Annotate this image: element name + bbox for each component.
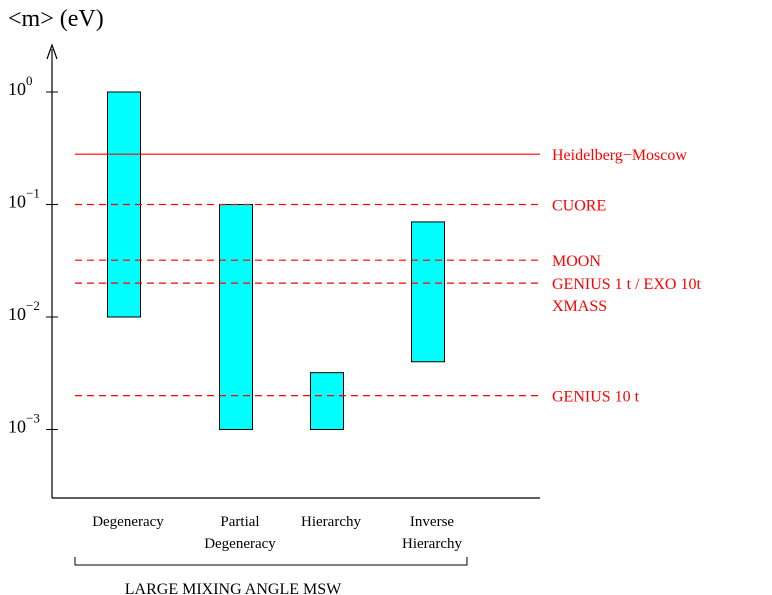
bars	[107, 91, 445, 430]
y-tick-label: 10−1	[8, 186, 40, 212]
reference-line-label: MOON	[552, 253, 601, 270]
x-tick-label: Hierarchy	[301, 514, 361, 530]
reference-line-label: GENIUS 10 t	[552, 389, 640, 406]
group-bracket: LARGE MIXING ANGLE MSW	[74, 557, 468, 595]
bar	[411, 221, 445, 363]
reference-line-label: Heidelberg−Moscow	[552, 147, 687, 164]
bar	[219, 204, 253, 430]
y-tick-label: 10−2	[8, 298, 40, 324]
y-tick-label: 10−3	[8, 411, 40, 437]
group-label: LARGE MIXING ANGLE MSW	[125, 581, 342, 595]
reference-line-label: CUORE	[552, 198, 606, 215]
group-bracket-line	[74, 557, 468, 566]
axes: 100 10−1 10−2 10−3	[8, 43, 540, 499]
y-axis-label: <m> (eV)	[8, 6, 104, 32]
annotation-label: XMASS	[552, 298, 607, 315]
bar	[310, 372, 344, 430]
y-tick-label: 100	[8, 73, 33, 99]
reference-line-label: GENIUS 1 t / EXO 10t	[552, 276, 701, 293]
y-axis-arrow	[46, 43, 58, 60]
x-tick-label: Degeneracy	[92, 514, 164, 530]
